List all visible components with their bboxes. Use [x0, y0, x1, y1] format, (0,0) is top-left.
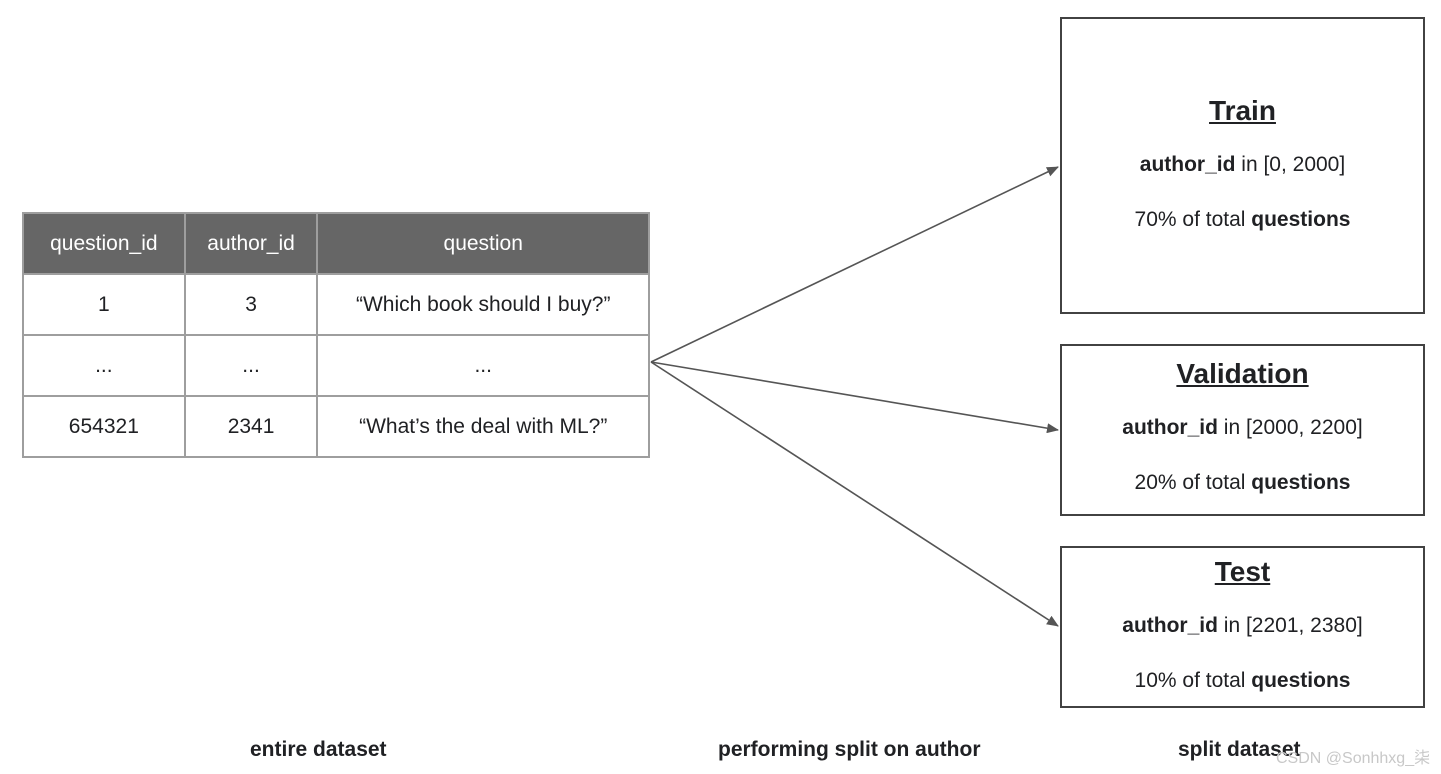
table-row: 1 3 “Which book should I buy?”: [22, 273, 650, 336]
dataset-table: question_id author_id question 1 3 “Whic…: [22, 212, 650, 458]
header-question-id: question_id: [22, 212, 186, 275]
cell-author-id: 2341: [183, 395, 319, 458]
caption-split-dataset: split dataset: [1178, 738, 1301, 761]
train-range-text: in [0, 2000]: [1235, 153, 1346, 176]
train-pct-bold: questions: [1251, 208, 1351, 231]
cell-question: ...: [316, 334, 650, 397]
validation-range-field: author_id: [1122, 416, 1218, 439]
arrow-to-test: [650, 361, 1059, 627]
validation-percentage: 20% of total questions: [1062, 471, 1423, 495]
caption-entire-dataset: entire dataset: [250, 738, 387, 761]
cell-author-id: ...: [183, 334, 319, 397]
validation-pct-bold: questions: [1251, 471, 1351, 494]
validation-range: author_id in [2000, 2200]: [1062, 416, 1423, 440]
cell-question-id: 654321: [22, 395, 186, 458]
test-percentage: 10% of total questions: [1062, 669, 1423, 693]
test-title: Test: [1214, 556, 1271, 587]
cell-question: “Which book should I buy?”: [316, 273, 650, 336]
table-header-row: question_id author_id question: [22, 212, 650, 275]
train-split-box: Train author_id in [0, 2000] 70% of tota…: [1060, 17, 1425, 314]
train-title: Train: [1209, 95, 1276, 126]
validation-pct-text: 20% of total: [1134, 471, 1252, 494]
cell-question-id: ...: [22, 334, 186, 397]
test-split-box: Test author_id in [2201, 2380] 10% of to…: [1060, 546, 1425, 708]
train-range: author_id in [0, 2000]: [1062, 153, 1423, 177]
table-row: 654321 2341 “What’s the deal with ML?”: [22, 395, 650, 458]
cell-question-id: 1: [22, 273, 186, 336]
header-author-id: author_id: [183, 212, 319, 275]
train-percentage: 70% of total questions: [1062, 208, 1423, 232]
header-question: question: [316, 212, 650, 275]
test-pct-text: 10% of total: [1134, 669, 1252, 692]
validation-title: Validation: [1176, 358, 1309, 389]
test-range-field: author_id: [1122, 614, 1218, 637]
table-row: ... ... ...: [22, 334, 650, 397]
validation-range-text: in [2000, 2200]: [1217, 416, 1363, 439]
arrow-to-train: [650, 166, 1059, 363]
validation-split-box: Validation author_id in [2000, 2200] 20%…: [1060, 344, 1425, 516]
test-pct-bold: questions: [1251, 669, 1351, 692]
test-range-text: in [2201, 2380]: [1217, 614, 1363, 637]
test-range: author_id in [2201, 2380]: [1062, 614, 1423, 638]
cell-author-id: 3: [183, 273, 319, 336]
watermark: CSDN @Sonhhxg_柒: [1276, 750, 1431, 767]
cell-question: “What’s the deal with ML?”: [316, 395, 650, 458]
train-range-field: author_id: [1139, 153, 1236, 176]
train-pct-text: 70% of total: [1134, 208, 1252, 231]
arrow-to-validation: [650, 361, 1059, 434]
caption-performing-split: performing split on author: [718, 738, 981, 761]
